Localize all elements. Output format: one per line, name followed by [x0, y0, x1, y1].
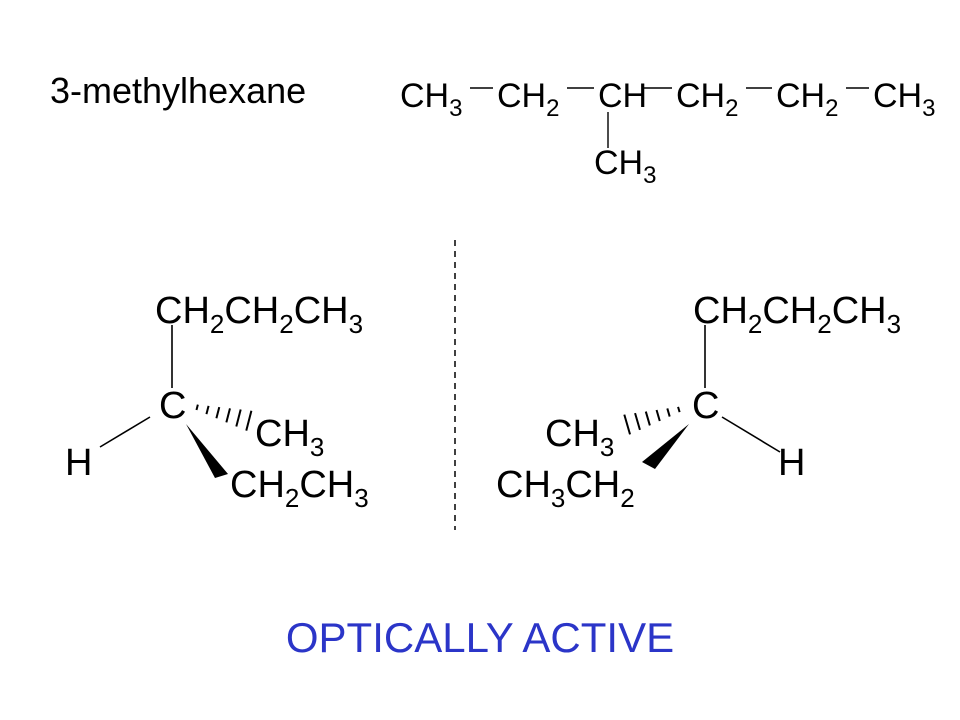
hash-dash: [634, 412, 641, 431]
optical-activity-caption: OPTICALLY ACTIVE: [286, 614, 674, 661]
formula-subscript: 3: [349, 309, 363, 339]
formula-subscript: 2: [748, 309, 762, 339]
compound-name: 3-methylhexane: [50, 70, 306, 111]
hash-dash: [235, 409, 242, 427]
right-wedged-substituent: CH3CH2: [496, 464, 635, 513]
hash-dash: [225, 408, 231, 423]
left-bond-hydrogen: [99, 416, 151, 448]
formula-atoms: CH: [545, 413, 600, 455]
formula-subscript: 3: [310, 432, 324, 462]
right-hydrogen: H: [778, 442, 805, 484]
hash-dash: [623, 414, 631, 435]
formula-subscript: 2: [285, 483, 299, 513]
hash-dash: [215, 406, 221, 419]
chain-group-5: CH2: [776, 77, 838, 122]
left-enantiomer-bonds: [99, 325, 253, 478]
left-wedged-substituent: CH2CH3: [230, 464, 369, 513]
hash-dash: [644, 411, 651, 426]
right-enantiomer-bonds: [623, 325, 781, 469]
formula-subscript: 3: [600, 432, 614, 462]
branch-methyl: CH3: [594, 144, 656, 189]
left-hydrogen: H: [65, 442, 92, 484]
formula-atoms: CH: [565, 464, 620, 506]
chain-group-2: CH2: [497, 77, 559, 122]
formula-atoms: CH: [230, 464, 285, 506]
formula-atoms: CH: [294, 290, 349, 332]
formula-subscript: 2: [620, 483, 634, 513]
formula-atoms: CH: [224, 290, 279, 332]
left-hashed-substituent: CH3: [255, 413, 324, 462]
formula-subscript: 2: [210, 309, 224, 339]
right-hashed-bond: [623, 406, 681, 435]
formula-atoms: CH: [155, 290, 210, 332]
hash-dash: [205, 405, 210, 415]
chain-group-3: CH: [598, 77, 647, 115]
formula-subscript: 3: [354, 483, 368, 513]
left-wedge-bond: [186, 424, 228, 478]
hash-dash: [677, 406, 681, 413]
left-top-substituent: CH2CH2CH3: [155, 290, 363, 339]
formula-atoms: CH: [693, 290, 748, 332]
right-chiral-carbon: C: [692, 385, 719, 427]
hash-dash: [655, 409, 661, 422]
chain-group-1: CH3: [400, 77, 462, 122]
chain-group-6: CH3: [873, 77, 935, 122]
left-chiral-carbon: C: [159, 385, 186, 427]
right-hashed-substituent: CH3: [545, 413, 614, 462]
left-hashed-bond: [195, 404, 253, 431]
formula-atoms: CH: [762, 290, 817, 332]
right-wedge-bond: [642, 424, 689, 469]
hash-dash: [195, 404, 199, 411]
hash-dash: [666, 408, 671, 417]
formula-atoms: CH: [299, 464, 354, 506]
right-bond-hydrogen: [721, 416, 781, 453]
chain-group-4: CH2: [676, 77, 738, 122]
formula-atoms: CH: [255, 413, 310, 455]
formula-atoms: CH: [496, 464, 551, 506]
formula-subscript: 2: [817, 309, 831, 339]
hash-dash: [245, 410, 253, 431]
formula-subscript: 3: [551, 483, 565, 513]
formula-subscript: 3: [887, 309, 901, 339]
formula-subscript: 2: [279, 309, 293, 339]
formula-atoms: CH: [832, 290, 887, 332]
right-top-substituent: CH2CH2CH3: [693, 290, 901, 339]
